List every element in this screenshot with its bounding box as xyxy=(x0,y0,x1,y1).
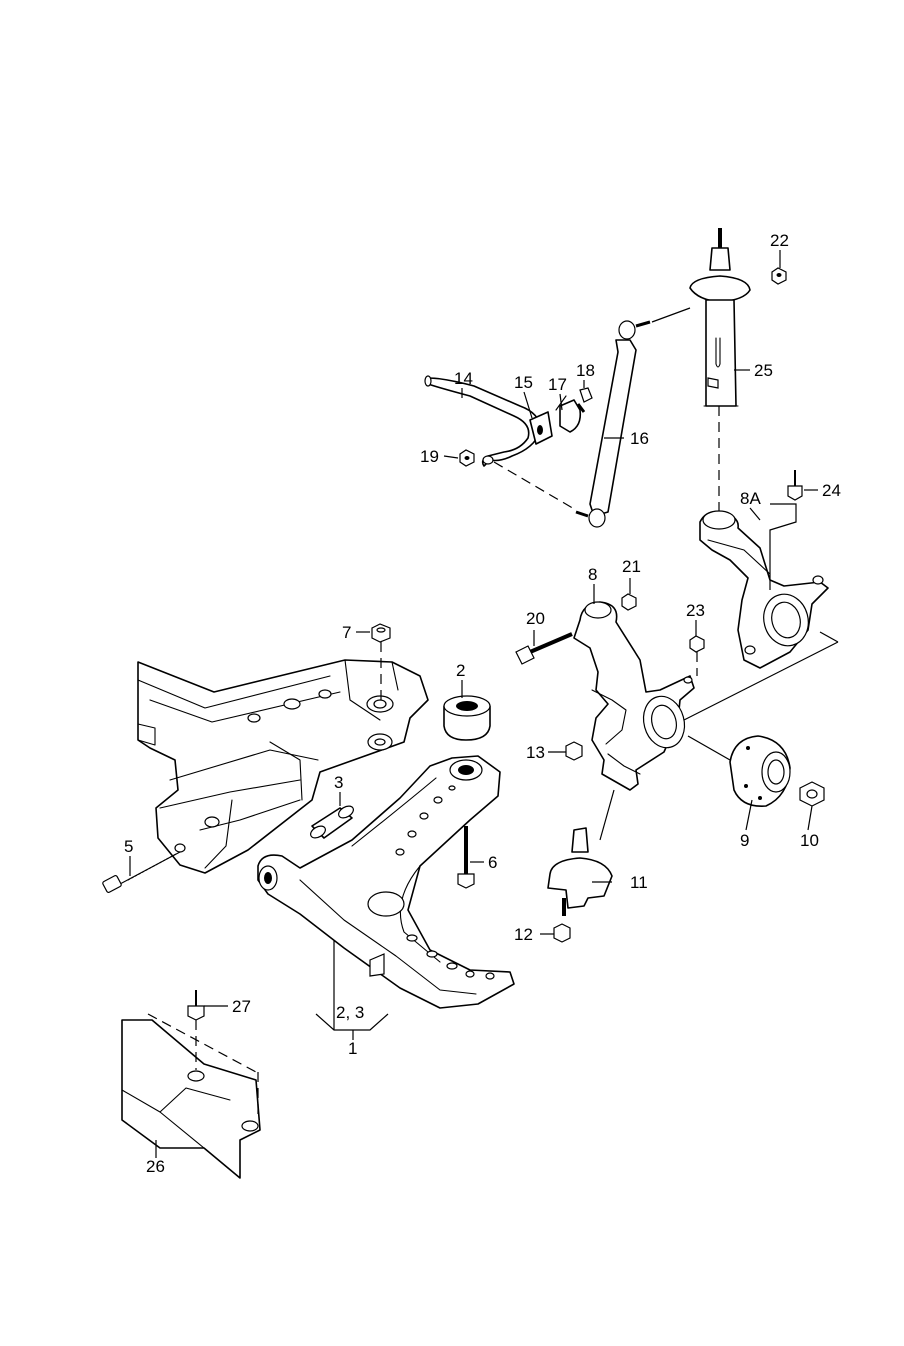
callout-7: 7 xyxy=(342,623,351,642)
callout-5: 5 xyxy=(124,837,133,856)
bolt-5 xyxy=(102,851,181,893)
nut-23 xyxy=(689,635,705,653)
bolt-24 xyxy=(787,470,803,501)
callout-2: 2 xyxy=(456,661,465,680)
callout-22: 22 xyxy=(770,231,789,250)
shock-absorber-25 xyxy=(689,228,751,407)
clamp-17 xyxy=(555,395,582,433)
callout-2-3: 2, 3 xyxy=(336,1003,364,1022)
wheel-bearing-housing-8A xyxy=(699,510,829,669)
subframe xyxy=(137,659,429,874)
leader-lines xyxy=(129,250,818,1158)
callout-9: 9 xyxy=(740,831,749,850)
bush-2 xyxy=(443,695,491,741)
stabilizer-bush-15 xyxy=(529,411,553,445)
callout-8: 8 xyxy=(588,565,597,584)
callout-16: 16 xyxy=(630,429,649,448)
hub-nut-10 xyxy=(799,781,825,807)
nut-7 xyxy=(371,623,391,643)
callout-3: 3 xyxy=(334,773,343,792)
bush-3 xyxy=(310,805,354,839)
callout-1: 1 xyxy=(348,1039,357,1058)
callout-20: 20 xyxy=(526,609,545,628)
callout-27: 27 xyxy=(232,997,251,1016)
wheel-bearing-housing-8 xyxy=(573,601,695,791)
nut-21 xyxy=(621,593,637,611)
ball-joint-11 xyxy=(547,827,613,916)
callout-26: 26 xyxy=(146,1157,165,1176)
callout-11: 11 xyxy=(630,873,648,892)
nut-19 xyxy=(459,449,475,467)
callout-12: 12 xyxy=(514,925,533,944)
callout-23: 23 xyxy=(686,601,705,620)
callout-15: 15 xyxy=(514,373,533,392)
bolt-27 xyxy=(187,990,205,1070)
nut-13 xyxy=(565,741,583,761)
callout-24: 24 xyxy=(822,481,841,500)
callout-6: 6 xyxy=(488,853,497,872)
callout-labels: 1 2, 3 2 3 5 6 7 8 8A 9 10 11 12 13 14 1… xyxy=(124,231,841,1176)
assembly-bracket xyxy=(315,940,389,1040)
callout-8A: 8A xyxy=(740,489,761,508)
bolt-6 xyxy=(457,826,475,889)
callout-25: 25 xyxy=(754,361,773,380)
callout-18: 18 xyxy=(576,361,595,380)
nut-12 xyxy=(553,923,571,943)
bolt-20 xyxy=(515,632,573,665)
lower-control-arm xyxy=(257,755,515,1009)
nut-22 xyxy=(771,267,787,285)
callout-19: 19 xyxy=(420,447,439,466)
cover-26 xyxy=(121,1013,261,1179)
coupling-rod-16 xyxy=(575,320,651,528)
wheel-hub-9 xyxy=(729,735,791,807)
bolt-18 xyxy=(576,387,593,413)
callout-10: 10 xyxy=(800,831,819,850)
callout-14: 14 xyxy=(454,369,473,388)
stabilizer-bar xyxy=(424,375,541,467)
callout-21: 21 xyxy=(622,557,641,576)
callout-13: 13 xyxy=(526,743,545,762)
callout-17: 17 xyxy=(548,375,567,394)
